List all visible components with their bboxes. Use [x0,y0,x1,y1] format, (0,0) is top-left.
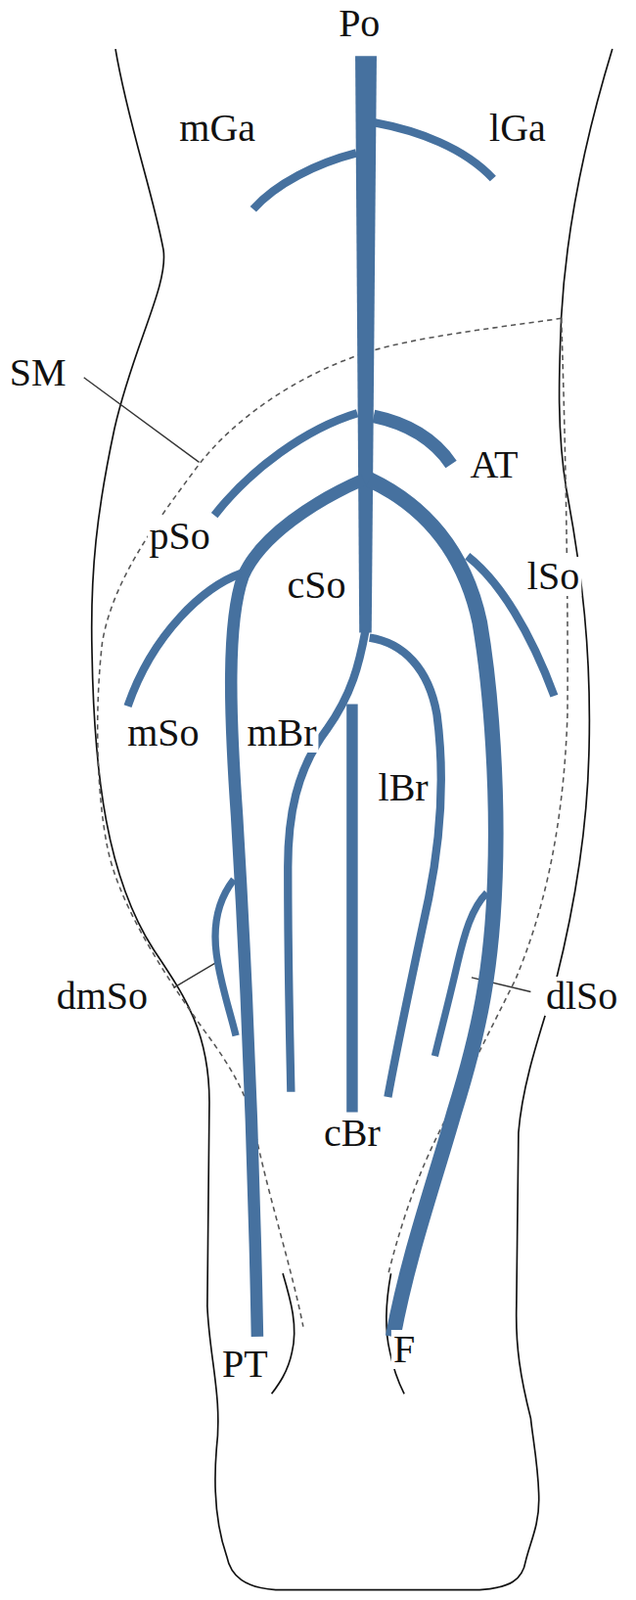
part-label: cSo [284,565,348,605]
part-label: mGa [177,108,258,148]
leg-outline [91,48,613,1590]
part-label: lSo [525,556,582,596]
leader-line [173,961,217,988]
vein [215,879,236,1037]
part-label: lGa [487,108,548,148]
part-label: dlSo [544,976,620,1016]
part-label: cBr [321,1113,383,1153]
part-label: AT [468,445,521,485]
part-label: lBr [376,768,431,808]
vein [373,415,452,464]
vein [369,479,497,1337]
leg-contour [91,48,613,1590]
veins [128,55,555,1337]
leader-line [84,377,200,463]
vein [346,703,358,1112]
part-label: PT [220,1344,271,1384]
part-label: mSo [125,713,201,753]
vein [434,892,487,1056]
vein [253,152,357,209]
heel-line [272,1272,295,1394]
vein [369,637,442,1097]
popliteal-vein [355,55,377,633]
part-label: F [391,1329,417,1369]
vein [128,573,242,707]
vein [373,122,494,179]
leader-lines [84,377,532,993]
part-label: mBr [244,713,318,753]
vein [230,479,364,1337]
vein [214,412,358,515]
part-label: dmSo [54,976,150,1016]
part-label: SM [7,353,69,393]
part-label: pSo [147,516,213,556]
part-label: Po [336,3,382,44]
